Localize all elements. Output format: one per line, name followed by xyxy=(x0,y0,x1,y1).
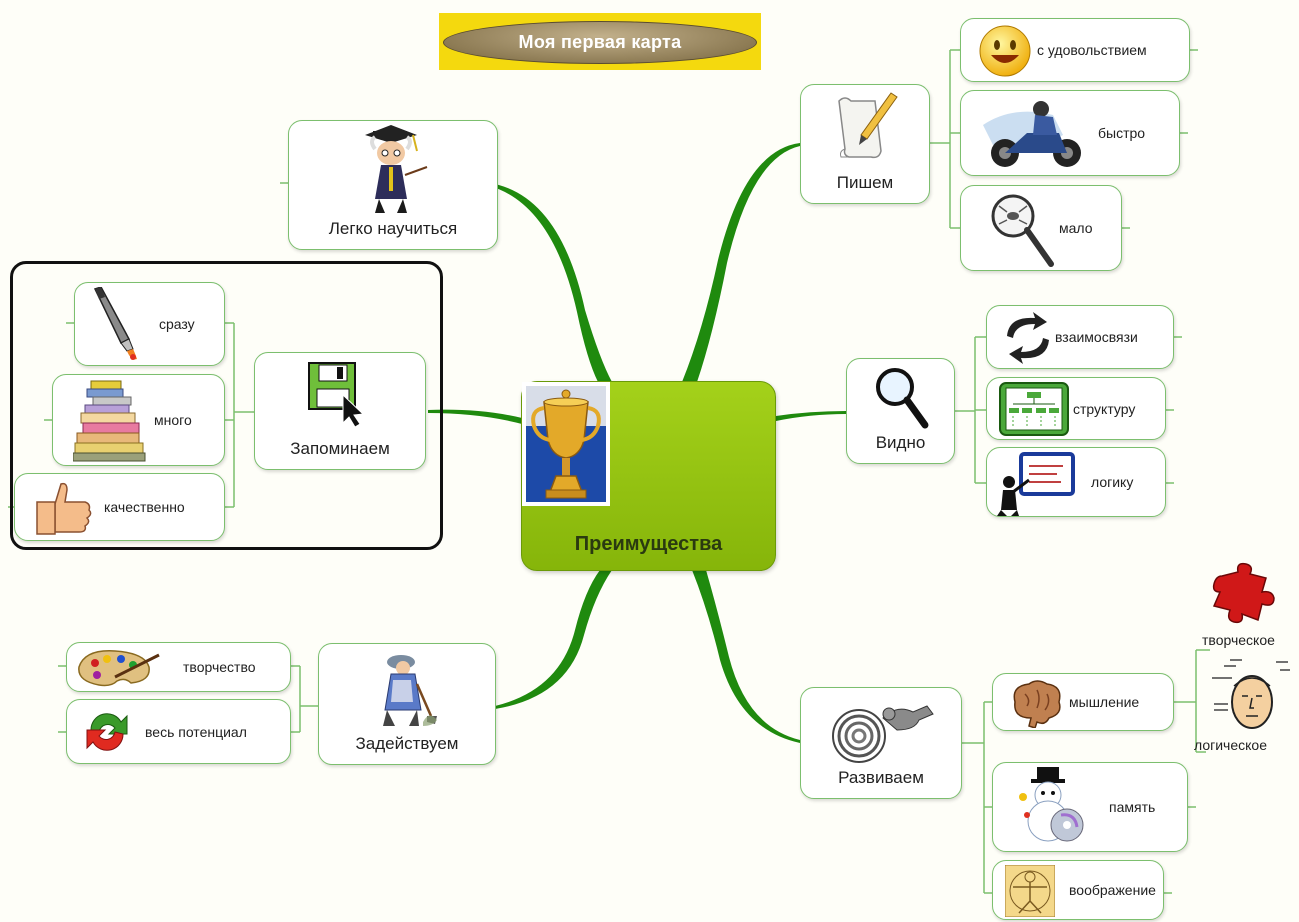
node-udovolstvie-label: с удовольствием xyxy=(1037,42,1147,58)
branch-line-pishem xyxy=(682,143,800,382)
node-zapominaem[interactable]: Запоминаем xyxy=(254,352,426,470)
branch-line-razvivaem xyxy=(692,570,800,743)
node-bystro-label: быстро xyxy=(1098,125,1146,141)
presenter-board-icon xyxy=(995,452,1075,521)
map-title[interactable]: Моя первая карта xyxy=(443,21,757,64)
trophy-icon xyxy=(522,382,610,510)
highlight-frame xyxy=(10,261,443,550)
node-voobrazhenie-label: воображение xyxy=(1069,882,1156,898)
sub-connectors xyxy=(8,49,1210,894)
node-mnogo[interactable]: много xyxy=(52,374,225,466)
node-vidno-label: Видно xyxy=(875,433,926,452)
vitruvian-man-icon xyxy=(1004,864,1056,922)
node-logiku[interactable]: логику xyxy=(986,447,1166,517)
node-srazu-label: сразу xyxy=(159,316,195,332)
motorcycle-icon xyxy=(983,95,1093,176)
node-srazu[interactable]: сразу xyxy=(74,282,225,366)
cycle-arrows-icon xyxy=(1001,310,1055,371)
node-razvivaem[interactable]: Развиваем xyxy=(800,687,962,799)
puzzle-piece-icon xyxy=(1212,562,1288,631)
magnifier-icon xyxy=(871,365,931,436)
creative-thinking-label: творческое xyxy=(1202,632,1275,648)
scroll-pencil-icon xyxy=(831,91,903,168)
node-bystro[interactable]: быстро xyxy=(960,90,1180,176)
center-node[interactable]: Преимущества xyxy=(521,381,776,571)
node-kachestvenno[interactable]: качественно xyxy=(14,473,225,541)
node-logiku-label: логику xyxy=(1091,474,1134,490)
smiley-icon xyxy=(977,23,1033,84)
node-kachestvenno-label: качественно xyxy=(104,499,185,515)
refresh-arrows-icon xyxy=(81,706,133,763)
node-potencial-label: весь потенциал xyxy=(145,723,247,740)
logical-thinking-label: логическое xyxy=(1194,737,1267,753)
thinking-head-icon xyxy=(1210,656,1292,739)
branch-line-legko xyxy=(490,183,612,382)
thumbs-up-icon xyxy=(33,480,95,541)
node-udovolstvie[interactable]: с удовольствием xyxy=(960,18,1190,82)
books-stack-icon xyxy=(72,379,153,468)
center-label: Преимущества xyxy=(574,533,723,555)
node-potencial[interactable]: весь потенциал xyxy=(66,699,291,764)
node-pishem-label: Пишем xyxy=(836,173,894,192)
node-myshlenie-label: мышление xyxy=(1069,694,1140,710)
professor-icon xyxy=(351,125,431,222)
node-strukturu-label: структуру xyxy=(1073,400,1136,417)
node-pishem[interactable]: Пишем xyxy=(800,84,930,204)
snowman-cd-icon xyxy=(1015,767,1095,854)
brain-icon xyxy=(1007,678,1065,733)
magnifier-fly-icon xyxy=(987,190,1057,273)
node-malo[interactable]: мало xyxy=(960,185,1122,271)
node-strukturu[interactable]: структуру xyxy=(986,377,1166,440)
node-mnogo-label: много xyxy=(154,412,192,428)
node-pamyat-label: память xyxy=(1109,799,1156,815)
node-legko-label: Легко научиться xyxy=(328,219,458,238)
branch-line-zadeystvuem xyxy=(495,570,612,709)
gardener-icon xyxy=(367,650,447,735)
node-vzaimosvyazi[interactable]: взаимосвязи xyxy=(986,305,1174,369)
node-zadeystvuem[interactable]: Задействуем xyxy=(318,643,496,765)
branch-line-vidno xyxy=(776,411,846,421)
node-pamyat[interactable]: память xyxy=(992,762,1188,852)
org-chart-icon xyxy=(999,382,1069,441)
node-vidno[interactable]: Видно xyxy=(846,358,955,464)
node-vzaimosvyazi-label: взаимосвязи xyxy=(1055,329,1138,345)
node-malo-label: мало xyxy=(1059,220,1093,236)
node-voobrazhenie[interactable]: воображение xyxy=(992,860,1164,920)
paint-palette-icon xyxy=(75,647,161,694)
pen-rocket-icon xyxy=(87,286,147,368)
node-tvorchestvo[interactable]: творчество xyxy=(66,642,291,692)
node-zadeystvuem-label: Задействуем xyxy=(355,734,459,753)
node-tvorchestvo-label: творчество xyxy=(183,659,256,675)
node-zapominaem-label: Запоминаем xyxy=(290,439,390,458)
node-myshlenie[interactable]: мышление xyxy=(992,673,1174,731)
node-razvivaem-label: Развиваем xyxy=(838,768,924,787)
node-legko[interactable]: Легко научиться xyxy=(288,120,498,250)
floppy-disk-icon xyxy=(307,361,371,434)
cat-whirl-icon xyxy=(827,694,941,769)
branch-line-zapominaem xyxy=(428,409,522,424)
